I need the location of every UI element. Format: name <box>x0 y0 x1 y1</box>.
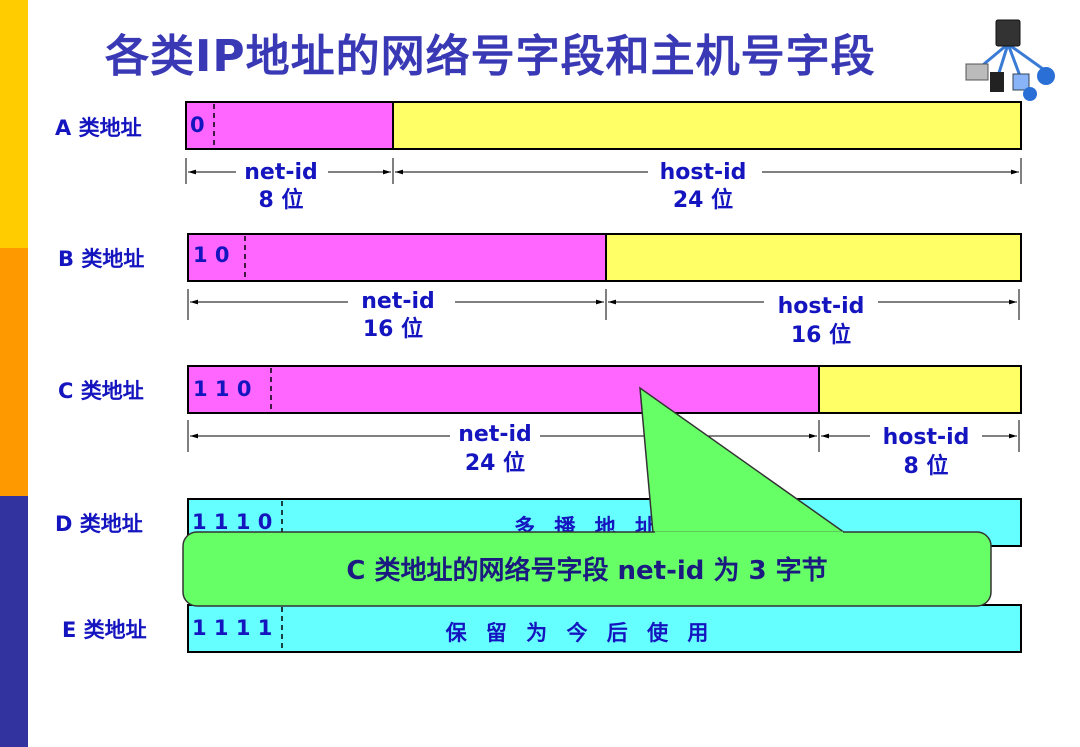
class-c-host-id-label: host-id <box>883 425 970 450</box>
class-c-prefix-bits: 1 1 0 <box>193 377 251 401</box>
class-d-label: D 类地址 <box>55 512 143 536</box>
class-a-label: A 类地址 <box>55 116 142 140</box>
class-b-host-bits: 16 位 <box>791 322 851 348</box>
side-stripe-orange <box>0 248 28 496</box>
class-b-label: B 类地址 <box>58 247 144 271</box>
callout: C 类地址的网络号字段 net-id 为 3 字节 <box>182 386 992 607</box>
class-e-field-text: 保 留 为 今 后 使 用 <box>445 621 715 645</box>
class-a-net-bits: 8 位 <box>259 187 304 213</box>
class-b-net-id-label: net-id <box>361 289 435 314</box>
class-a-net-field <box>185 101 394 150</box>
class-c-net-field <box>187 365 820 414</box>
class-c-label: C 类地址 <box>58 379 144 403</box>
class-c-net-id-label: net-id <box>458 422 532 447</box>
network-topology-icon <box>965 19 1055 101</box>
class-b-prefix-bits: 1 0 <box>193 243 230 267</box>
class-b-host-id-label: host-id <box>778 294 865 319</box>
class-a-host-field <box>392 101 1022 150</box>
class-c-net-bits: 24 位 <box>465 450 525 476</box>
class-a-prefix-bits: 0 <box>190 113 205 137</box>
class-e-label: E 类地址 <box>62 618 147 642</box>
class-d-prefix-bits: 1 1 1 0 <box>192 510 272 534</box>
class-a-host-bits: 24 位 <box>673 187 733 213</box>
class-b-net-field <box>187 233 607 282</box>
class-e-prefix-bits: 1 1 1 1 <box>192 616 272 640</box>
class-c-host-field <box>818 365 1022 414</box>
side-stripe-yellow <box>0 0 28 248</box>
page-title: 各类IP地址的网络号字段和主机号字段 <box>105 31 876 82</box>
class-c-host-bits: 8 位 <box>904 453 949 479</box>
class-b-host-field <box>605 233 1022 282</box>
side-stripe-blue <box>0 496 28 747</box>
class-b-net-bits: 16 位 <box>363 316 423 342</box>
class-e-field <box>187 604 1022 653</box>
callout-text: C 类地址的网络号字段 net-id 为 3 字节 <box>346 555 827 586</box>
class-a-net-id-label: net-id <box>244 160 318 185</box>
class-a-host-id-label: host-id <box>660 160 747 185</box>
